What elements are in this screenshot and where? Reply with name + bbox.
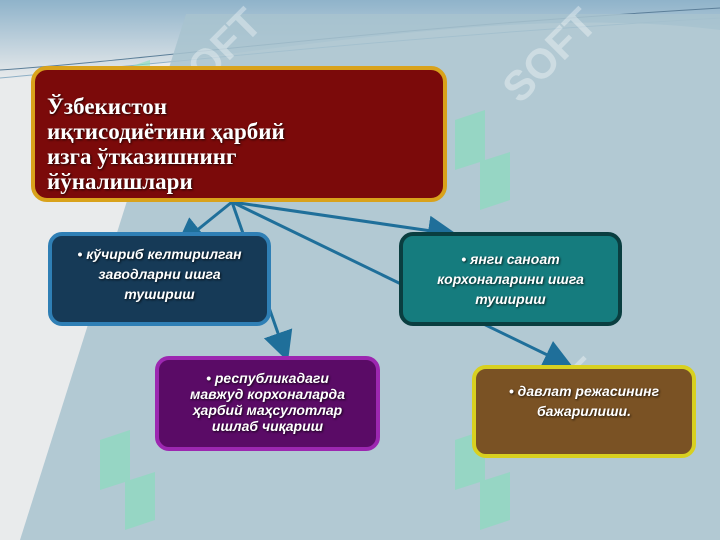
direction-box-military-production: • республикадаги мавжуд корхоналарда ҳар…	[155, 356, 380, 451]
title-line: иқтисодиётини ҳарбий	[47, 119, 285, 144]
box-text-line: бажарилиши.	[537, 403, 631, 419]
title-line: Ўзбекистон	[47, 94, 167, 119]
box-text-line: корхоналарини ишга	[437, 271, 584, 287]
box-text-line: ишлаб чиқариш	[211, 418, 324, 434]
direction-box-state-plan: • давлат режасининг бажарилиши.	[472, 365, 696, 458]
title-line: йўналишлари	[47, 169, 193, 194]
title-line: изга ўтказишнинг	[47, 144, 237, 169]
box-text-line: • давлат режасининг	[508, 383, 660, 399]
box-text-line: • кўчириб келтирилган	[77, 246, 242, 262]
box-text-line: • республикадаги	[206, 370, 329, 386]
direction-box-relocated-plants: • кўчириб келтирилган заводларни ишга ту…	[48, 232, 271, 326]
watermark-text: SOFT	[493, 0, 606, 111]
box-text-line: тушириш	[475, 291, 546, 307]
box-text-line: тушириш	[124, 286, 195, 302]
box-text-line: мавжуд корхоналарда	[190, 386, 345, 402]
title-box: Ўзбекистон иқтисодиётини ҳарбий изга ўтк…	[31, 66, 447, 202]
box-text-line: ҳарбий маҳсулотлар	[192, 402, 343, 418]
direction-box-new-enterprises: • янги саноат корхоналарини ишга тушириш	[399, 232, 622, 326]
box-text-line: заводларни ишга	[98, 266, 221, 282]
box-text-line: • янги саноат	[461, 251, 560, 267]
